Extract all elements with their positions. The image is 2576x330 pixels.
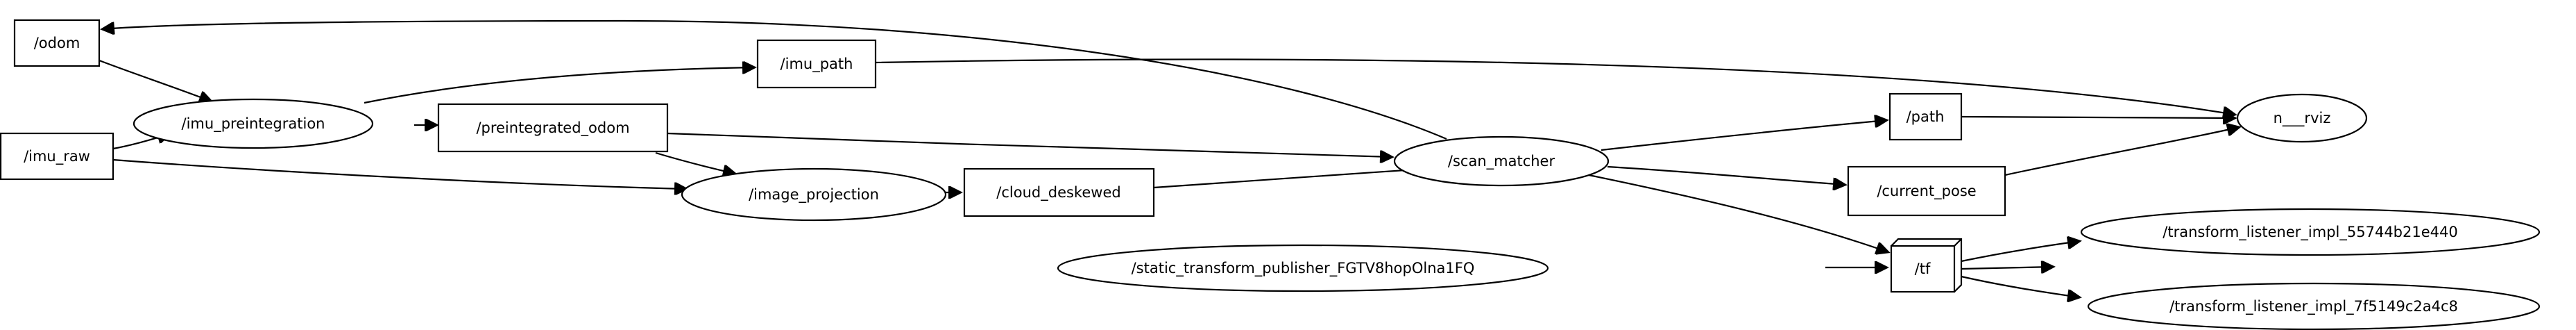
node-tf-listener-2[interactable]: /transform_listener_impl_7f5149c2a4c8 <box>2087 282 2541 330</box>
edge-imu-path-to-rviz <box>875 58 2235 115</box>
topic-current-pose[interactable]: /current_pose <box>1847 165 2006 217</box>
nodes-layer: /odom /imu_raw /imu_preintegration /imu_… <box>0 19 2541 330</box>
node-scan-matcher[interactable]: /scan_matcher <box>1393 135 1610 187</box>
topic-cloud-deskewed-label: /cloud_deskewed <box>996 184 1120 201</box>
edges-layer <box>99 19 2240 297</box>
node-tf-listener-1[interactable]: /transform_listener_impl_55744b21e440 <box>2080 208 2541 256</box>
node-scan-matcher-label: /scan_matcher <box>1448 153 1555 170</box>
edge-imu-raw-to-image-projection <box>112 158 687 189</box>
topic-path-label: /path <box>1907 108 1945 125</box>
edge-imu-preintegration-to-imu-path <box>364 67 755 104</box>
edge-scan-matcher-to-tf <box>1588 174 1888 252</box>
topic-imu-path[interactable]: /imu_path <box>756 39 877 89</box>
edge-tf-to-tf-listener-2-b <box>1961 275 2080 297</box>
topic-preintegrated-odom[interactable]: /preintegrated_odom <box>437 103 669 153</box>
topic-preintegrated-odom-label: /preintegrated_odom <box>476 119 629 137</box>
topic-tf[interactable]: /tf <box>1890 238 1963 293</box>
edge-current-pose-to-rviz <box>2004 127 2240 176</box>
node-static-tf-publisher-label: /static_transform_publisher_FGTV8hopOlna… <box>1132 260 1475 277</box>
topic-cloud-deskewed[interactable]: /cloud_deskewed <box>963 167 1155 217</box>
topic-imu-path-label: /imu_path <box>781 56 853 73</box>
topic-path[interactable]: /path <box>1888 92 1963 141</box>
topic-current-pose-label: /current_pose <box>1877 183 1976 200</box>
edge-scan-matcher-to-path <box>1601 120 1887 151</box>
node-tf-listener-1-label: /transform_listener_impl_55744b21e440 <box>2163 224 2457 241</box>
edge-odom-to-imu-preintegration <box>99 59 212 101</box>
node-tf-listener-2-label: /transform_listener_impl_7f5149c2a4c8 <box>2169 298 2458 315</box>
edge-tf-to-tf-listener-1 <box>1961 241 2080 263</box>
edge-preintegrated-odom-to-scan-matcher <box>667 132 1392 157</box>
node-static-tf-publisher[interactable]: /static_transform_publisher_FGTV8hopOlna… <box>1057 244 1549 292</box>
node-imu-preintegration[interactable]: /imu_preintegration <box>133 98 374 149</box>
edge-tf-to-tf-listener-2 <box>1961 267 2054 269</box>
edge-path-to-rviz <box>1961 117 2235 118</box>
edge-cloud-deskewed-to-scan-matcher <box>1153 169 1426 189</box>
topic-imu-raw-label: /imu_raw <box>24 148 90 165</box>
topic-imu-raw[interactable]: /imu_raw <box>0 132 114 181</box>
node-rviz-label: n___rviz <box>2274 110 2331 127</box>
node-imu-preintegration-label: /imu_preintegration <box>182 115 325 133</box>
topic-odom-label: /odom <box>34 35 80 51</box>
edge-scan-matcher-to-current-pose <box>1607 165 1845 185</box>
topic-odom[interactable]: /odom <box>13 19 101 67</box>
edge-scan-matcher-to-odom <box>102 19 1447 140</box>
node-rviz[interactable]: n___rviz <box>2236 93 2368 143</box>
edge-preintegrated-odom-to-image-projection <box>655 151 735 174</box>
topic-tf-label: /tf <box>1915 261 1931 277</box>
node-image-projection[interactable]: /image_projection <box>681 167 947 222</box>
node-image-projection-label: /image_projection <box>749 186 879 204</box>
